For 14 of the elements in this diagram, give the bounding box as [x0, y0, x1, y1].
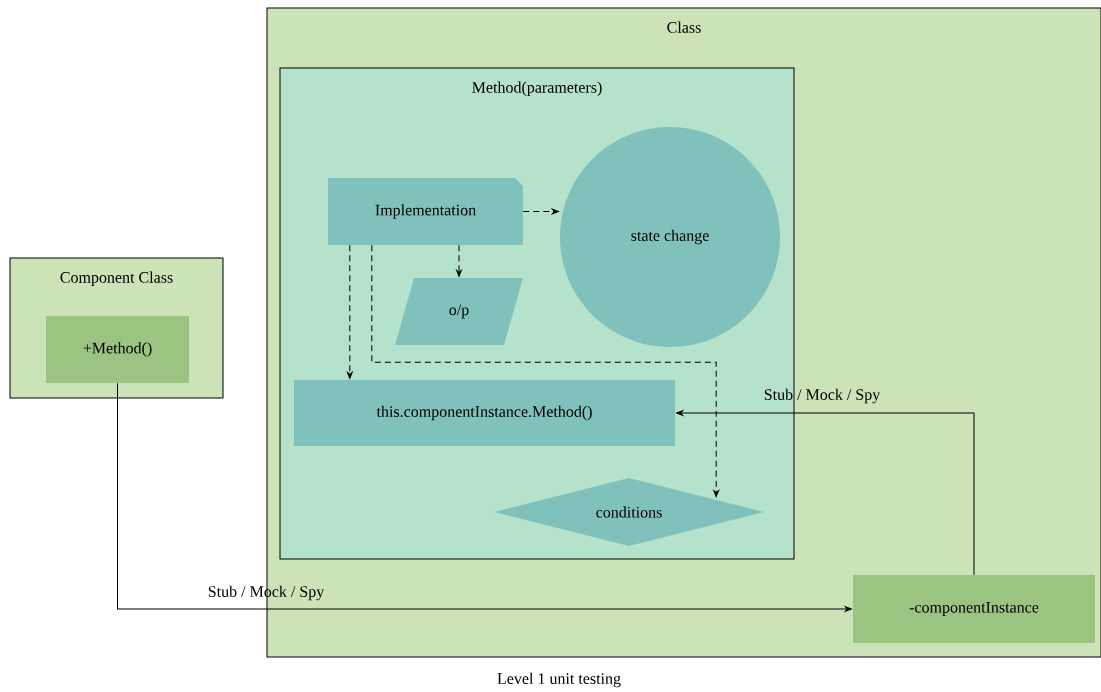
- arrow: [456, 244, 462, 277]
- arrow: [371, 244, 720, 498]
- process-box: this.componentInstance.Method(): [294, 380, 675, 446]
- output-parallelogram: o/p: [395, 278, 523, 345]
- arrow: [346, 244, 353, 379]
- note-box: Implementation: [328, 178, 523, 245]
- caption: Level 1 unit testing: [497, 672, 621, 688]
- edge-label: Stub / Mock / Spy: [764, 388, 881, 404]
- edge-label: Stub / Mock / Spy: [208, 585, 325, 601]
- process-box: -componentInstance: [853, 575, 1095, 643]
- arrow: [676, 410, 975, 576]
- arrow: [522, 208, 559, 215]
- process-box: +Method(): [46, 316, 189, 383]
- arrow: [117, 382, 852, 612]
